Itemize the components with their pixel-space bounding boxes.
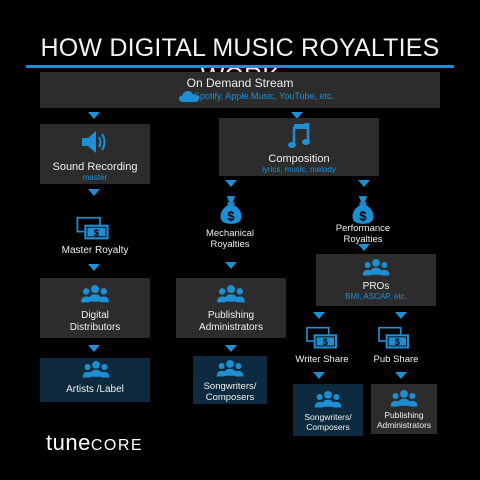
arrow-down-icon: [88, 112, 100, 119]
artists-label-box: Artists /Label: [40, 358, 150, 402]
sound-recording-box: Sound Recording master: [40, 124, 150, 184]
music-note-icon: [288, 123, 310, 148]
arrow-down-icon: [225, 345, 237, 352]
sound-recording-sub: master: [82, 173, 108, 182]
songwriters-composers-box: Songwriters/ Composers: [293, 384, 363, 436]
arrow-down-icon: [313, 312, 325, 319]
arrow-down-icon: [395, 312, 407, 319]
composition-label: Composition: [268, 153, 330, 165]
arrow-down-icon: [358, 244, 370, 251]
logo-core-text: CORE: [90, 437, 144, 454]
people-icon: [82, 360, 110, 381]
publishing-administrators-box: Publishing Administrators: [371, 384, 437, 434]
people-icon: [362, 258, 390, 279]
composition-sub: lyrics, music, melody: [262, 165, 336, 174]
songwriters-composers-label: Songwriters/ Composers: [304, 412, 352, 432]
on-demand-stream-label: On Demand Stream: [186, 76, 294, 90]
publishing-administrators-box: Publishing Administrators: [176, 278, 286, 338]
arrow-down-icon: [358, 180, 370, 187]
money-bag-icon: [218, 194, 244, 226]
people-icon: [216, 359, 244, 380]
mechanical-royalties-label: Mechanical Royalties: [205, 228, 255, 250]
cloud-icon: [179, 91, 199, 102]
streaming-services-text: Spotify, Apple Music, YouTube, etc.: [193, 91, 335, 101]
arrow-down-icon: [88, 264, 100, 271]
cash-icon: [305, 326, 339, 351]
arrow-down-icon: [88, 189, 100, 196]
arrow-down-icon: [225, 180, 237, 187]
arrow-down-icon: [225, 262, 237, 269]
publishing-administrators-label: Publishing Administrators: [199, 310, 263, 333]
artists-label-label: Artists /Label: [66, 384, 124, 395]
pros-sub: BMI, ASCAP, etc.: [345, 292, 407, 301]
money-bag-icon: [350, 194, 376, 226]
people-icon: [80, 284, 110, 306]
pros-label: PROs: [362, 281, 390, 292]
people-icon: [314, 390, 342, 411]
songwriters-composers-label: Songwriters/ Composers: [203, 381, 257, 403]
digital-distributors-box: Digital Distributors: [40, 278, 150, 338]
speaker-icon: [82, 131, 106, 153]
on-demand-stream-box: On Demand Stream Spotify, Apple Music, Y…: [40, 72, 440, 108]
pros-box: PROs BMI, ASCAP, etc.: [316, 254, 436, 306]
tunecore-logo: tuneCORE: [46, 430, 143, 456]
writer-share-label: Writer Share: [295, 354, 349, 365]
arrow-down-icon: [291, 112, 303, 119]
arrow-down-icon: [88, 345, 100, 352]
logo-tune-text: tune: [46, 430, 91, 455]
cash-icon: [377, 326, 411, 351]
arrow-down-icon: [313, 372, 325, 379]
people-icon: [390, 389, 418, 410]
people-icon: [216, 284, 246, 306]
arrow-down-icon: [395, 372, 407, 379]
pub-share-label: Pub Share: [373, 354, 419, 365]
sound-recording-label: Sound Recording: [52, 161, 138, 173]
publishing-administrators-label: Publishing Administrators: [376, 410, 432, 430]
cash-icon: [75, 216, 111, 242]
digital-distributors-label: Digital Distributors: [69, 310, 121, 333]
composition-box: Composition lyrics, music, melody: [219, 118, 379, 176]
performance-royalties-label: Performance Royalties: [335, 223, 391, 245]
songwriters-composers-box: Songwriters/ Composers: [193, 356, 267, 404]
title-underline: [26, 65, 454, 68]
master-royalty-label: Master Royalty: [61, 245, 129, 256]
